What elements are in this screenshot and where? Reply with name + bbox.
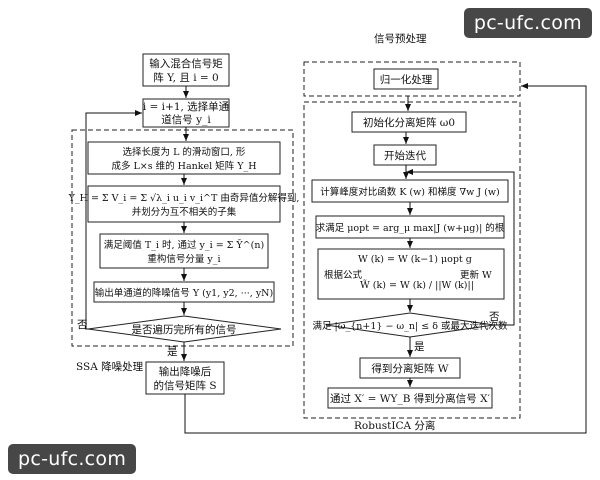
threshold-text-2: 重构信号分量 y_i bbox=[147, 253, 220, 265]
watermark-top: pc-ufc.com bbox=[463, 8, 592, 38]
output-matrix-box bbox=[145, 361, 225, 395]
decision-no-label: 否 bbox=[77, 319, 88, 331]
decision-yes-label: 是 bbox=[167, 346, 178, 358]
update-text-1: W (k) = W (k−1) μopt g bbox=[358, 254, 472, 265]
robustica-group-frame bbox=[303, 101, 521, 419]
watermark-bottom: pc-ufc.com bbox=[8, 444, 137, 474]
threshold-text-1: 满足阈值 T_i 时, 通过 y_i = Σ Ỹ^(n) bbox=[104, 239, 264, 251]
output-matrix-text-2: 的信号矩阵 S bbox=[153, 379, 216, 392]
update-box bbox=[317, 248, 505, 300]
arrow-to-robustica bbox=[184, 83, 587, 434]
convergence-no-label: 否 bbox=[489, 311, 500, 323]
update-text-3: W̃ (k) = W (k) / ||W (k)|| bbox=[360, 279, 474, 291]
select-channel-text-2: 道信号 y_i bbox=[161, 113, 211, 126]
preprocess-group-frame bbox=[303, 61, 521, 97]
update-text-4: 更新 W bbox=[460, 269, 492, 281]
start-iter-text: 开始迭代 bbox=[384, 149, 426, 162]
kurtosis-text: 计算峰度对比函数 K (w) 和梯度 ∇w J (w) bbox=[320, 186, 499, 198]
convergence-text: 满足 |ω_{n+1} − ω_n| ≤ δ 或最大迭代次数 bbox=[313, 320, 508, 332]
normalize-box bbox=[373, 68, 439, 90]
hankel-text-1: 选择长度为 L 的滑动窗口, 形 bbox=[123, 146, 246, 158]
mu-opt-text: 求满足 μopt = arg_μ max|J (w+μg)| 的根 bbox=[316, 222, 505, 234]
hankel-text-2: 成多 L×s 维的 Hankel 矩阵 Y_H bbox=[111, 160, 256, 172]
input-text-2: 阵 Y, 且 i = 0 bbox=[153, 71, 218, 84]
ssa-group-frame bbox=[71, 129, 294, 347]
svd-text-2: 并划分为互不相关的子集 bbox=[132, 206, 237, 218]
convergence-yes-label: 是 bbox=[414, 341, 425, 353]
normalize-text: 归一化处理 bbox=[380, 73, 433, 86]
svd-box bbox=[87, 185, 281, 223]
input-text-1: 输入混合信号矩 bbox=[149, 57, 223, 70]
init-box bbox=[351, 111, 467, 133]
init-text: 初始化分离矩阵 ω0 bbox=[363, 116, 455, 129]
update-text-2: 根据公式 bbox=[324, 269, 363, 281]
preprocess-group-label: 信号预处理 bbox=[374, 33, 427, 45]
robustica-group-label: RobustICA 分离 bbox=[354, 419, 435, 432]
decision-text: 是否遍历完所有的信号 bbox=[132, 323, 237, 336]
arrow-loop-iterate bbox=[406, 169, 515, 326]
select-channel-box bbox=[142, 98, 230, 128]
svd-text-1: Y_H = Σ V_i = Σ √λ_i u_i v_i^T 由奇异值分解得到, bbox=[68, 192, 300, 204]
threshold-box bbox=[99, 233, 269, 269]
output-matrix-text-1: 输出降噪后 bbox=[159, 365, 212, 378]
output-channel-text: 输出单通道的降噪信号 Y (y1, y2, ···, yN) bbox=[95, 287, 273, 299]
ssa-group-label: SSA 降噪处理 bbox=[76, 360, 144, 373]
arrow-loop-no bbox=[85, 110, 142, 330]
get-signal-box bbox=[327, 387, 493, 409]
start-iter-box bbox=[373, 144, 437, 166]
get-matrix-text: 得到分离矩阵 W bbox=[371, 362, 448, 375]
get-signal-text: 通过 X′ = WY_B 得到分离信号 X′ bbox=[330, 392, 491, 405]
input-box bbox=[142, 53, 230, 87]
select-channel-text-1: i = i+1, 选择单通 bbox=[143, 100, 230, 113]
